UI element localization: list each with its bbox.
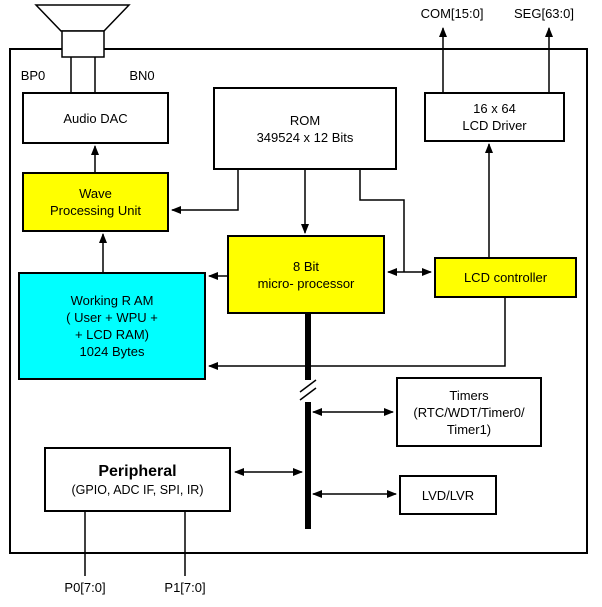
block-label: LCD Driver <box>462 118 527 133</box>
block-label: Timers <box>449 387 489 403</box>
block-peripheral: Peripheral (GPIO, ADC IF, SPI, IR) <box>44 447 231 512</box>
block-lvd-lvr: LVD/LVR <box>399 475 497 515</box>
block-label: LVD/LVR <box>421 487 475 503</box>
block-lcd-controller: LCD controller <box>434 257 577 298</box>
block-lcd-driver: 16 x 64 LCD Driver <box>424 92 565 142</box>
block-label: Timer1) <box>446 421 492 437</box>
block-microprocessor: 8 Bit micro- processor <box>227 235 385 314</box>
block-label: (RTC/WDT/Timer0/ <box>413 404 525 420</box>
pin-label-com: COM[15:0] <box>420 6 484 21</box>
block-label: micro- processor <box>257 275 355 291</box>
block-audio-dac: Audio DAC <box>22 92 169 144</box>
pin-label-p0: P0[7:0] <box>64 580 106 595</box>
pin-label-seg: SEG[63:0] <box>514 6 574 21</box>
block-wave-processing-unit: Wave Processing Unit <box>22 172 169 232</box>
block-rom: ROM 349524 x 12 Bits <box>213 87 397 170</box>
speaker-cone-icon <box>34 4 131 32</box>
block-label: 1024 Bytes <box>79 344 145 359</box>
pin-label-bp0: BP0 <box>20 68 46 83</box>
block-timers: Timers (RTC/WDT/Timer0/ Timer1) <box>396 377 542 447</box>
block-label: Processing Unit <box>49 203 142 218</box>
pin-label-bn0: BN0 <box>129 68 155 83</box>
block-label: + LCD RAM) <box>74 327 150 342</box>
block-working-ram: Working R AM ( User + WPU + + LCD RAM) 1… <box>18 272 206 380</box>
block-subtitle: (GPIO, ADC IF, SPI, IR) <box>71 482 204 497</box>
block-label: Audio DAC <box>63 110 128 126</box>
block-label: ( User + WPU + <box>66 310 158 325</box>
block-label: Wave <box>79 186 112 201</box>
chip-boundary <box>9 48 588 554</box>
block-label: Working R AM <box>70 293 154 308</box>
block-label: 16 x 64 <box>473 101 516 116</box>
pin-label-p1: P1[7:0] <box>164 580 206 595</box>
block-label: 8 Bit <box>292 258 319 274</box>
block-label: 349524 x 12 Bits <box>256 129 354 145</box>
block-title: Peripheral <box>98 462 177 480</box>
block-label: ROM <box>289 112 321 128</box>
block-label: LCD controller <box>463 270 548 285</box>
